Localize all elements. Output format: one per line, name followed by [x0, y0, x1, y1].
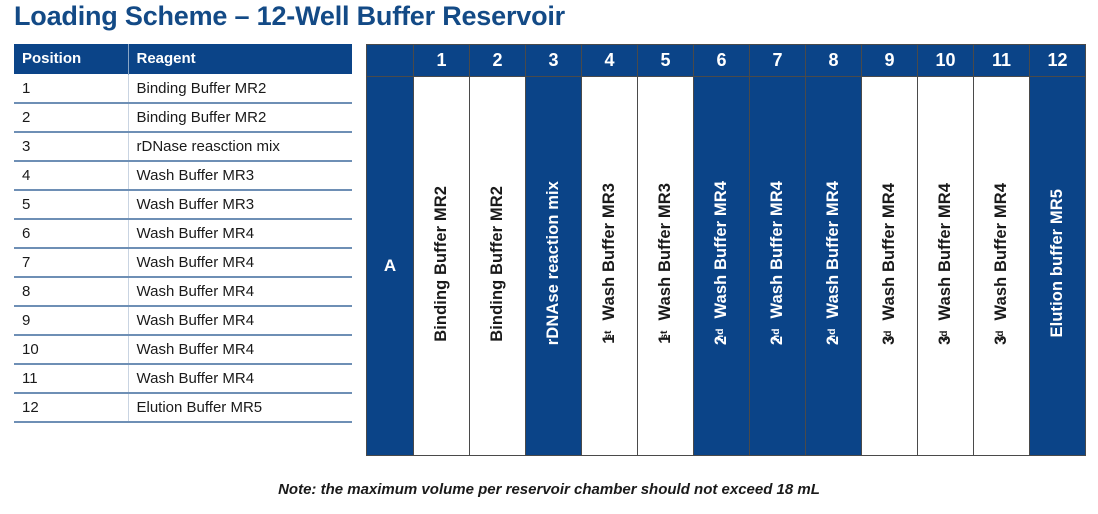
reagent-position-cell: 1	[14, 74, 129, 104]
plate-well-a1[interactable]: Binding Buffer MR2	[413, 76, 470, 456]
reagent-name-cell: rDNase reasction mix	[128, 131, 352, 162]
plate-well-a10[interactable]: 3rd Wash Buffer MR4	[917, 76, 974, 456]
column-header-reagent: Reagent	[128, 44, 352, 75]
plate-well-label: Elution buffer MR5	[1048, 189, 1067, 338]
reagent-position-cell: 2	[14, 102, 129, 133]
reagent-position-cell: 4	[14, 160, 129, 191]
ordinal-suffix: rd	[995, 330, 1007, 341]
plate-well-a12[interactable]: Elution buffer MR5	[1029, 76, 1086, 456]
plate-column-header-5[interactable]: 5	[637, 44, 694, 77]
reagent-position-cell: 12	[14, 392, 129, 423]
reagent-position-cell: 3	[14, 131, 129, 162]
reagent-position-cell: 11	[14, 363, 129, 394]
plate-well-a5[interactable]: 1st Wash Buffer MR3	[637, 76, 694, 456]
plate-well-a9[interactable]: 3rd Wash Buffer MR4	[861, 76, 918, 456]
ordinal-suffix: nd	[827, 329, 839, 342]
reagent-name-cell: Binding Buffer MR2	[128, 102, 352, 133]
plate-well-label: Binding Buffer MR2	[488, 185, 507, 342]
footnote: Note: the maximum volume per reservoir c…	[278, 481, 820, 498]
plate-column-header-9[interactable]: 9	[861, 44, 918, 77]
reagent-name-cell: Wash Buffer MR4	[128, 305, 352, 336]
plate-well-label: 3rd Wash Buffer MR4	[936, 182, 955, 345]
plate-well-a7[interactable]: 2nd Wash Buffer MR4	[749, 76, 806, 456]
plate-well-a4[interactable]: 1st Wash Buffer MR3	[581, 76, 638, 456]
reagent-name-cell: Wash Buffer MR4	[128, 247, 352, 278]
plate-well-label: 3rd Wash Buffer MR4	[880, 182, 899, 345]
plate-column-header-1[interactable]: 1	[413, 44, 470, 77]
plate-well-label: 1st Wash Buffer MR3	[600, 183, 619, 344]
plate-well-label: 1st Wash Buffer MR3	[656, 183, 675, 344]
ordinal-suffix: nd	[771, 329, 783, 342]
plate-well-label: 2nd Wash Buffer MR4	[712, 181, 731, 346]
plate-well-label: rDNAse reaction mix	[544, 181, 563, 346]
plate-well-label: 2nd Wash Buffer MR4	[824, 181, 843, 346]
plate-well-label: 2nd Wash Buffer MR4	[768, 181, 787, 346]
plate-column-header-7[interactable]: 7	[749, 44, 806, 77]
plate-well-a8[interactable]: 2nd Wash Buffer MR4	[805, 76, 862, 456]
page-title: Loading Scheme – 12-Well Buffer Reservoi…	[14, 1, 565, 31]
plate-well-a6[interactable]: 2nd Wash Buffer MR4	[693, 76, 750, 456]
plate-column-header-8[interactable]: 8	[805, 44, 862, 77]
reagent-position-cell: 8	[14, 276, 129, 307]
plate-corner-cell	[366, 44, 414, 77]
reagent-position-cell: 5	[14, 189, 129, 220]
reagent-name-cell: Binding Buffer MR2	[128, 74, 352, 104]
reagent-name-cell: Wash Buffer MR4	[128, 218, 352, 249]
plate-column-header-3[interactable]: 3	[525, 44, 582, 77]
plate-well-label: Binding Buffer MR2	[432, 185, 451, 342]
plate-row-label-a: A	[366, 76, 414, 456]
reagent-name-cell: Wash Buffer MR4	[128, 363, 352, 394]
reagent-position-cell: 9	[14, 305, 129, 336]
column-header-position: Position	[14, 44, 129, 75]
reagent-table-header-row: Position Reagent	[14, 44, 352, 75]
plate-column-header-10[interactable]: 10	[917, 44, 974, 77]
reagent-position-cell: 6	[14, 218, 129, 249]
reagent-name-cell: Elution Buffer MR5	[128, 392, 352, 423]
reagent-position-cell: 10	[14, 334, 129, 365]
plate-well-a3[interactable]: rDNAse reaction mix	[525, 76, 582, 456]
plate-column-header-6[interactable]: 6	[693, 44, 750, 77]
ordinal-suffix: nd	[715, 329, 727, 342]
reagent-name-cell: Wash Buffer MR4	[128, 276, 352, 307]
plate-column-header-2[interactable]: 2	[469, 44, 526, 77]
reagent-name-cell: Wash Buffer MR4	[128, 334, 352, 365]
plate-well-label: 3rd Wash Buffer MR4	[992, 182, 1011, 345]
plate-well-a2[interactable]: Binding Buffer MR2	[469, 76, 526, 456]
ordinal-suffix: rd	[883, 330, 895, 341]
plate-column-header-12[interactable]: 12	[1029, 44, 1086, 77]
ordinal-suffix: st	[659, 330, 671, 341]
reagent-position-cell: 7	[14, 247, 129, 278]
ordinal-suffix: rd	[939, 330, 951, 341]
reagent-name-cell: Wash Buffer MR3	[128, 189, 352, 220]
reagent-name-cell: Wash Buffer MR3	[128, 160, 352, 191]
plate-row-a: A Binding Buffer MR2 Binding Buffer MR2 rD…	[366, 76, 1086, 456]
plate-well-a11[interactable]: 3rd Wash Buffer MR4	[973, 76, 1030, 456]
ordinal-suffix: st	[603, 330, 615, 341]
plate-column-header-4[interactable]: 4	[581, 44, 638, 77]
plate-column-header-11[interactable]: 11	[973, 44, 1030, 77]
